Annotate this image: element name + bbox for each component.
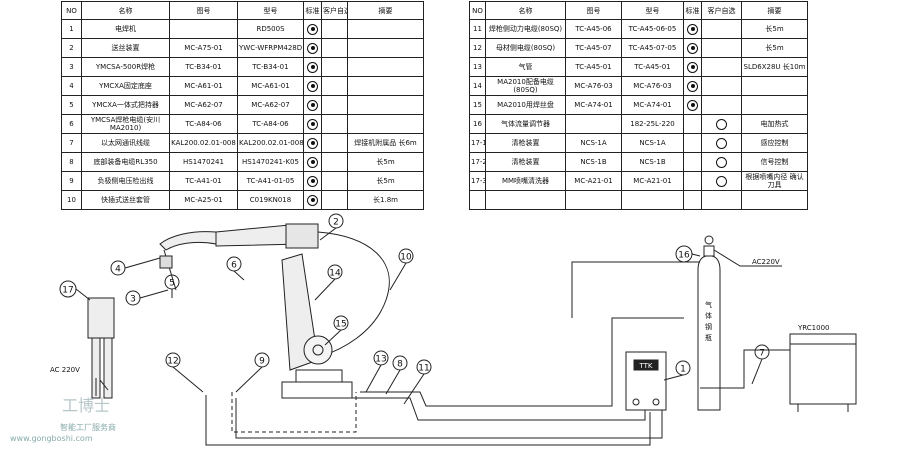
ac-line-right: [713, 249, 782, 267]
table-row: [469, 190, 808, 210]
wire-feeder-box: [285, 223, 319, 249]
cable-run-main: [235, 398, 663, 439]
dashed-zone: [231, 392, 357, 433]
standard-mark-icon: [307, 80, 318, 92]
cable-run-2: [205, 395, 651, 446]
optional-mark-icon: [716, 137, 727, 149]
wire-conduit: [317, 231, 390, 357]
watermark-url: www.gongboshi.com: [10, 434, 93, 443]
callout-15: 15: [335, 320, 346, 330]
wire-spool: [303, 335, 333, 365]
callout-14: 14: [329, 269, 341, 279]
callout-6: 6: [231, 261, 237, 271]
standard-mark-icon: [307, 118, 318, 130]
standard-mark-icon: [307, 156, 318, 168]
gas-cylinder-label: 气体钢瓶: [705, 301, 712, 342]
ac-label-left: AC 220V: [50, 366, 80, 374]
callout-12: 12: [167, 357, 178, 367]
cell-standard: [303, 95, 322, 115]
ac-label-right: AC220V: [752, 258, 780, 266]
optional-mark-icon: [716, 118, 727, 130]
parts-table-left: NO名称图号型号标准客户自选摘要1电焊机RD500S2送丝装置MC-A75-01…: [61, 1, 424, 210]
standard-mark-icon: [687, 80, 698, 92]
standard-mark-icon: [307, 23, 318, 35]
cell-standard: [683, 76, 702, 96]
callout-2: 2: [333, 218, 339, 228]
cell-standard: [683, 95, 702, 115]
cell-standard: [303, 114, 322, 134]
standard-mark-icon: [307, 137, 318, 149]
callout-7: 7: [759, 349, 765, 359]
cell-summary: [741, 190, 808, 210]
standard-mark-icon: [687, 99, 698, 111]
standard-mark-icon: [307, 42, 318, 54]
callout-11: 11: [418, 364, 429, 374]
standard-mark-icon: [687, 61, 698, 73]
standard-mark-icon: [307, 175, 318, 187]
standard-mark-icon: [687, 42, 698, 54]
ethernet-cable: [700, 349, 790, 389]
watermark-brand: 工博士: [62, 396, 111, 415]
callout-circles: [59, 213, 770, 376]
cell-optional: [701, 152, 742, 172]
callout-8: 8: [397, 360, 403, 370]
cell-name: 快插式送丝套管: [81, 190, 170, 210]
standard-mark-icon: [307, 99, 318, 111]
callout-4: 4: [115, 265, 121, 275]
optional-mark-icon: [716, 175, 727, 187]
callout-13: 13: [375, 355, 386, 365]
standard-mark-icon: [307, 61, 318, 73]
callout-9: 9: [259, 357, 265, 367]
standard-mark-icon: [307, 194, 318, 206]
callout-10: 10: [400, 253, 412, 263]
watermark-tagline: 智能工厂服务商: [60, 423, 116, 432]
robot-controller: [789, 333, 857, 405]
welder-brand: TTK: [638, 362, 652, 370]
controller-label: YRC1000: [798, 324, 830, 332]
optional-mark-icon: [716, 156, 727, 168]
robot-base: [281, 381, 353, 399]
cable-run-4: [360, 317, 684, 407]
callout-5: 5: [169, 279, 175, 289]
callout-17: 17: [62, 286, 73, 296]
callout-1: 1: [680, 365, 686, 375]
callout-16: 16: [678, 251, 690, 261]
cell-summary: 长1.8m: [347, 190, 424, 210]
gas-hose: [571, 261, 700, 318]
cable-run-3: [350, 397, 646, 421]
cleaning-station: [87, 297, 115, 339]
standard-mark-icon: [687, 23, 698, 35]
torch-body: [159, 231, 217, 251]
cell-no: 10: [61, 190, 82, 210]
cell-standard: [303, 152, 322, 172]
callout-3: 3: [130, 295, 136, 305]
